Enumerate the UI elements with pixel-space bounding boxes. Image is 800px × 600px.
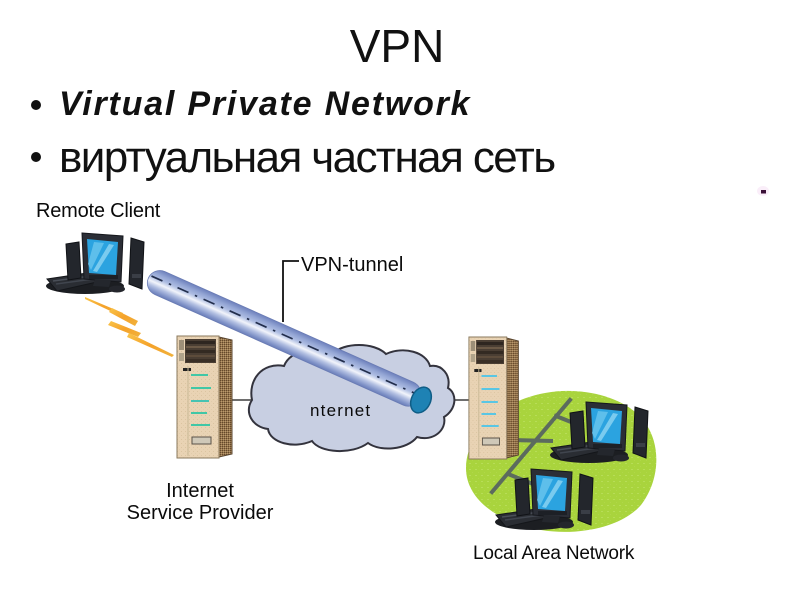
svg-text:VPN-tunnel: VPN-tunnel (301, 254, 403, 276)
svg-text:Service Provider: Service Provider (127, 502, 274, 524)
svg-text:Local Area Network: Local Area Network (473, 543, 635, 564)
svg-text:nternet: nternet (310, 401, 371, 420)
svg-text:Remote Client: Remote Client (36, 200, 161, 222)
svg-text:Internet: Internet (166, 480, 234, 502)
